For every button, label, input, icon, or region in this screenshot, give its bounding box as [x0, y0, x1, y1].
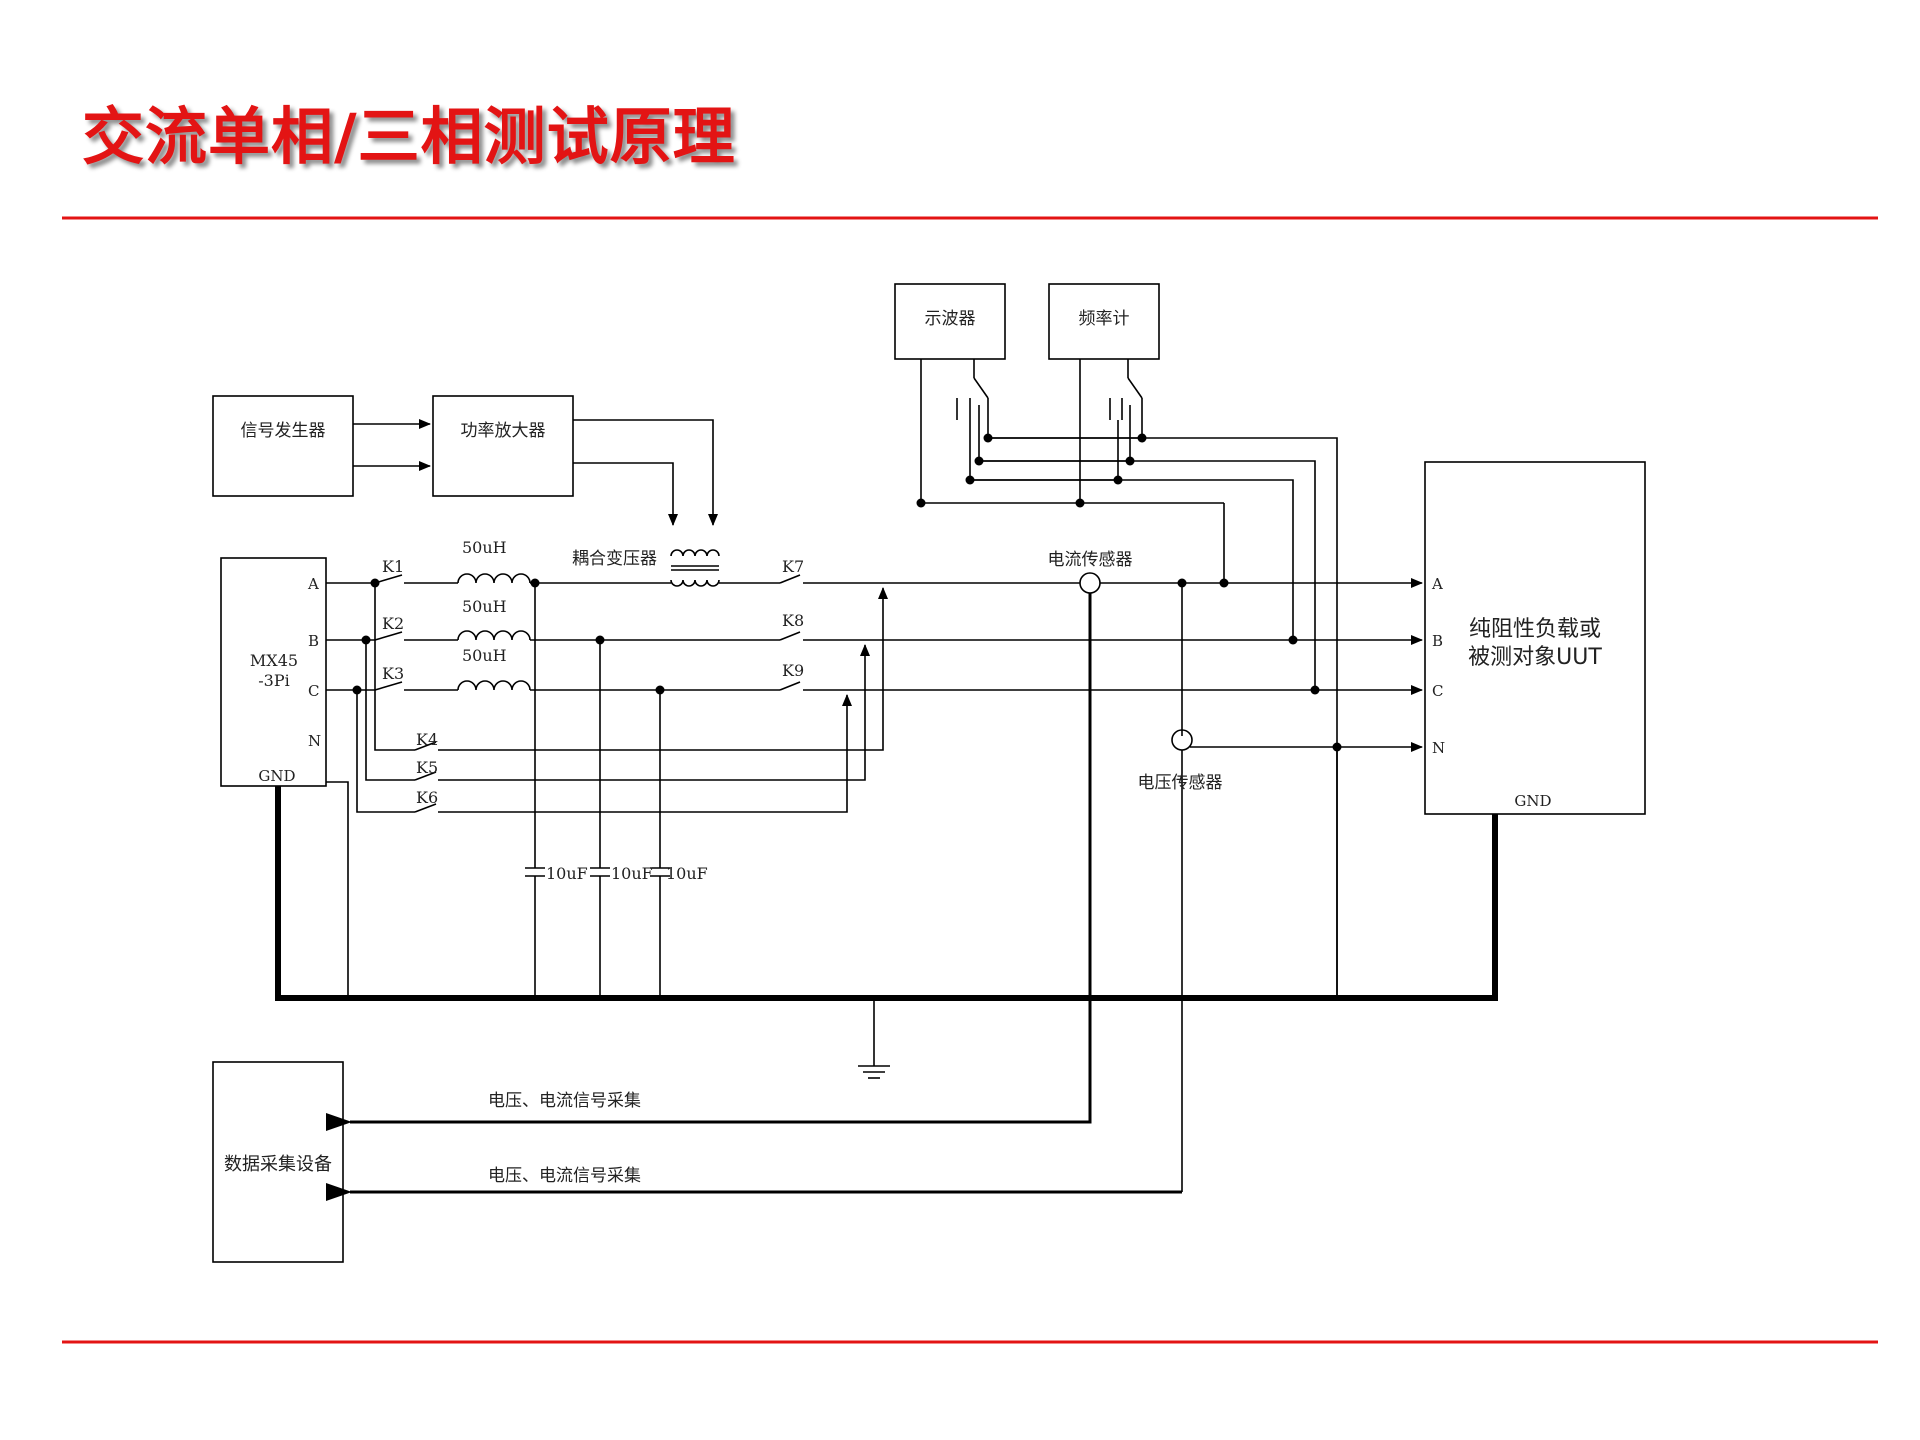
switch-k7: K7	[782, 557, 804, 576]
ground-bus	[275, 786, 1498, 1001]
source-gnd-label: GND	[258, 767, 295, 785]
voltage-sensor-label: 电压传感器	[1138, 773, 1223, 793]
data-acquisition-box	[212, 1061, 344, 1263]
capacitor-2-value: 10uF	[611, 864, 653, 883]
frequency-meter-label: 频率计	[1079, 309, 1130, 329]
switch-k6: K6	[416, 788, 438, 807]
oscilloscope-box	[894, 283, 1006, 360]
load-gnd-label: GND	[1514, 792, 1551, 810]
source-label-line2: -3Pi	[258, 671, 289, 690]
load-terminal-n: N	[1432, 739, 1445, 757]
capacitor-3-value: 10uF	[666, 864, 708, 883]
source-terminal-a: A	[307, 575, 319, 593]
switch-k2: K2	[382, 614, 404, 633]
inductor-b	[457, 630, 531, 641]
inductor-c-value: 50uH	[462, 646, 507, 665]
page-title: 交流单相/三相测试原理	[82, 100, 736, 173]
inductor-a	[457, 573, 531, 584]
current-sensor-label: 电流传感器	[1048, 550, 1133, 570]
data-acquisition-label: 数据采集设备	[224, 1154, 332, 1175]
switch-k1: K1	[382, 557, 404, 576]
source-terminal-n: N	[308, 732, 321, 750]
switch-k3: K3	[382, 664, 404, 683]
switch-k8: K8	[782, 611, 804, 630]
source-terminal-c: C	[308, 682, 319, 700]
signal-acquisition-label-2: 电压、电流信号采集	[488, 1166, 641, 1186]
current-sensor-circle	[1079, 572, 1101, 594]
load-box	[1424, 461, 1646, 815]
inductor-c	[457, 680, 531, 691]
load-terminal-c: C	[1432, 682, 1443, 700]
power-amplifier-box	[432, 395, 574, 497]
load-label-line1: 纯阻性负载或	[1469, 617, 1601, 642]
load-terminal-b: B	[1432, 632, 1443, 650]
switch-k5: K5	[416, 758, 438, 777]
source-box	[220, 557, 327, 787]
load-terminal-a: A	[1431, 575, 1443, 593]
frequency-meter-box	[1048, 283, 1160, 360]
transformer-primary	[670, 549, 720, 557]
transformer-secondary	[670, 579, 720, 587]
power-amplifier-label: 功率放大器	[461, 421, 546, 441]
coupling-transformer-label: 耦合变压器	[572, 549, 657, 569]
signal-generator-label: 信号发生器	[241, 421, 326, 441]
switch-k9: K9	[782, 661, 804, 680]
load-label-line2: 被测对象UUT	[1468, 645, 1602, 670]
source-terminal-b: B	[308, 632, 319, 650]
inductor-b-value: 50uH	[462, 597, 507, 616]
signal-acquisition-label-1: 电压、电流信号采集	[488, 1091, 641, 1111]
source-label-line1: MX45	[250, 651, 298, 670]
inductor-a-value: 50uH	[462, 538, 507, 557]
switch-k4: K4	[416, 730, 438, 749]
signal-generator-box	[212, 395, 354, 497]
oscilloscope-label: 示波器	[925, 309, 976, 329]
capacitor-1-value: 10uF	[546, 864, 588, 883]
